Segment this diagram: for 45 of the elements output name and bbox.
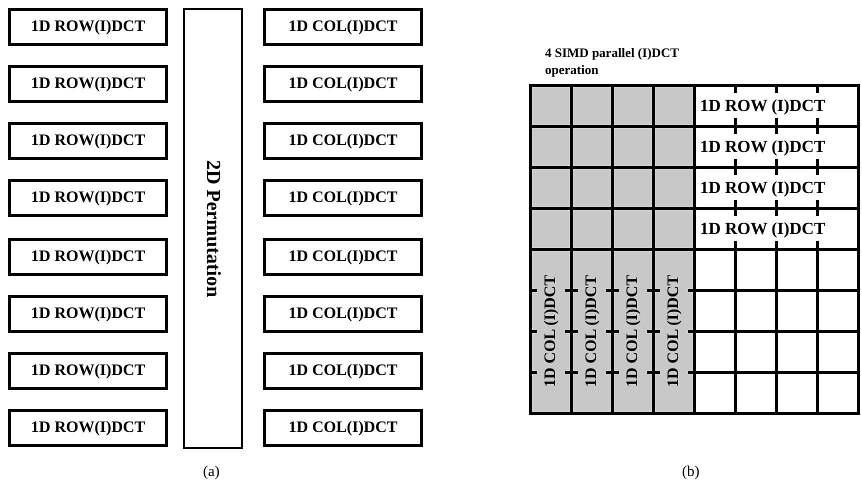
process-box	[263, 238, 423, 276]
box-label: 1D COL(I)DCT	[288, 361, 398, 381]
box-label: 1D COL(I)DCT	[288, 131, 398, 151]
process-box	[263, 122, 423, 160]
box-label: 1D ROW(I)DCT	[30, 74, 146, 94]
process-box	[263, 295, 423, 333]
box-label: 1D COL(I)DCT	[288, 304, 398, 324]
box-label: 1D COL(I)DCT	[288, 247, 398, 267]
heading-text: 4 SIMD parallel (I)DCT operation	[545, 44, 680, 78]
band-label: 1D COL (I)DCT	[618, 274, 646, 387]
permutation-bar	[183, 8, 243, 449]
process-box	[263, 352, 423, 390]
box-label: 1D ROW(I)DCT	[30, 418, 146, 438]
process-box	[8, 409, 168, 447]
box-label: 1D COL(I)DCT	[288, 17, 398, 37]
box-label: 1D ROW(I)DCT	[30, 17, 146, 37]
process-box	[8, 65, 168, 103]
box-label: 1D COL(I)DCT	[288, 74, 398, 94]
process-box	[8, 122, 168, 160]
box-label: 1D ROW(I)DCT	[30, 188, 146, 208]
band-label: 1D ROW (I)DCT	[698, 92, 828, 118]
process-box	[263, 179, 423, 217]
band-label: 1D ROW (I)DCT	[698, 216, 828, 242]
box-label: 1D ROW(I)DCT	[30, 304, 146, 324]
band-label: 1D ROW (I)DCT	[698, 174, 828, 200]
process-box	[263, 409, 423, 447]
box-label: 1D COL(I)DCT	[288, 188, 398, 208]
process-box	[263, 65, 423, 103]
process-box	[8, 179, 168, 217]
box-label: 1D ROW(I)DCT	[30, 131, 146, 151]
panel-caption: (a)	[203, 463, 220, 482]
band-label: 1D ROW (I)DCT	[698, 134, 828, 160]
panel-caption: (b)	[682, 463, 700, 482]
band-label: 1D COL (I)DCT	[660, 274, 688, 387]
process-box	[8, 238, 168, 276]
box-label: 1D ROW(I)DCT	[30, 247, 146, 267]
band-label: 1D COL (I)DCT	[536, 274, 564, 387]
band-label: 1D COL (I)DCT	[578, 274, 606, 387]
bar-label: 2D Permutation	[201, 160, 225, 298]
process-box	[263, 8, 423, 46]
process-box	[8, 295, 168, 333]
box-label: 1D ROW(I)DCT	[30, 361, 146, 381]
process-box	[8, 8, 168, 46]
box-label: 1D COL(I)DCT	[288, 418, 398, 438]
process-box	[8, 352, 168, 390]
